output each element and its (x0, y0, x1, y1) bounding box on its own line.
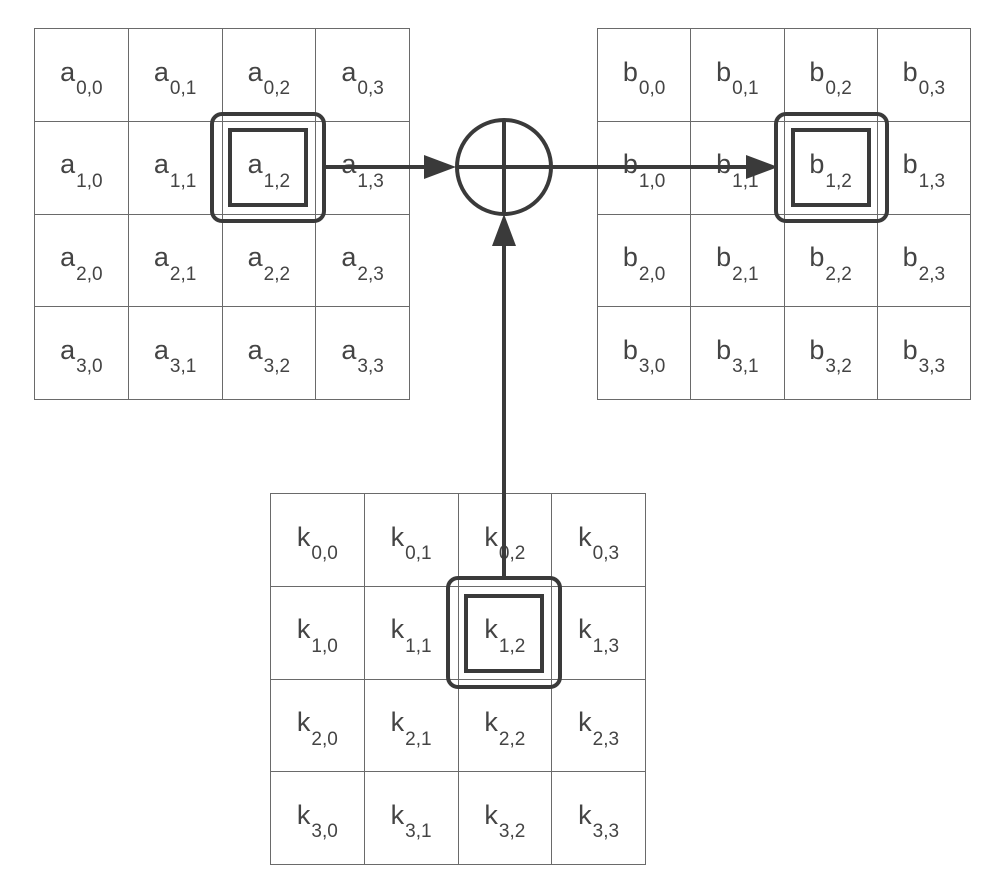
matrix-cell: k1,0 (270, 585, 365, 680)
matrix-cell: k3,1 (363, 771, 459, 865)
matrix-cell-highlighted: k1,2 (457, 585, 553, 680)
matrix-cell: a1,1 (127, 120, 223, 215)
matrix-cell: b0,0 (596, 28, 692, 122)
matrix-cell: a3,2 (221, 306, 317, 400)
matrix-cell: k0,1 (363, 493, 459, 587)
matrix-cell: a1,0 (34, 120, 129, 215)
matrix-k: k0,0 k0,1 k0,2 k0,3 k1,0 k1,1 k1,2 k1,3 … (270, 493, 646, 865)
matrix-cell: k3,3 (551, 771, 646, 865)
matrix-cell: a0,2 (221, 28, 317, 122)
matrix-cell: a1,3 (315, 120, 410, 215)
matrix-cell: k2,2 (457, 678, 553, 773)
matrix-row: k0,0 k0,1 k0,2 k0,3 (270, 493, 646, 587)
matrix-cell: k0,0 (270, 493, 365, 587)
matrix-cell: a2,0 (34, 213, 129, 308)
matrix-cell: b2,1 (690, 213, 785, 308)
matrix-cell: k2,0 (270, 678, 365, 773)
matrix-cell: b3,3 (876, 306, 972, 400)
matrix-a: a0,0 a0,1 a0,2 a0,3 a1,0 a1,1 a1,2 a1,3 … (34, 28, 410, 400)
matrix-cell: a0,1 (127, 28, 223, 122)
matrix-cell: b3,0 (596, 306, 692, 400)
matrix-cell: k3,2 (457, 771, 553, 865)
matrix-cell: b3,1 (690, 306, 785, 400)
matrix-cell: b3,2 (783, 306, 878, 400)
matrix-cell-highlighted: b1,2 (783, 120, 878, 215)
matrix-cell: k2,3 (551, 678, 646, 773)
matrix-cell: a3,0 (34, 306, 129, 400)
matrix-cell: b0,2 (783, 28, 878, 122)
matrix-cell: a3,1 (127, 306, 223, 400)
matrix-cell: k1,1 (363, 585, 459, 680)
matrix-cell: k1,3 (551, 585, 646, 680)
matrix-row: a2,0 a2,1 a2,2 a2,3 (34, 213, 410, 308)
matrix-row: k2,0 k2,1 k2,2 k2,3 (270, 678, 646, 773)
matrix-cell: a3,3 (315, 306, 410, 400)
matrix-cell: b0,1 (690, 28, 785, 122)
matrix-cell: k2,1 (363, 678, 459, 773)
matrix-row: b1,0 b1,1 b1,2 b1,3 (596, 120, 972, 215)
matrix-cell: a2,1 (127, 213, 223, 308)
matrix-cell: k3,0 (270, 771, 365, 865)
xor-circle-icon (455, 118, 553, 216)
matrix-cell: b2,3 (876, 213, 972, 308)
matrix-cell: a2,2 (221, 213, 317, 308)
matrix-cell-highlighted: a1,2 (221, 120, 317, 215)
matrix-row: k1,0 k1,1 k1,2 k1,3 (270, 585, 646, 680)
matrix-row: a1,0 a1,1 a1,2 a1,3 (34, 120, 410, 215)
matrix-cell: a0,3 (315, 28, 410, 122)
matrix-cell: b2,2 (783, 213, 878, 308)
matrix-b: b0,0 b0,1 b0,2 b0,3 b1,0 b1,1 b1,2 b1,3 … (596, 28, 972, 400)
matrix-row: a3,0 a3,1 a3,2 a3,3 (34, 306, 410, 400)
matrix-row: b2,0 b2,1 b2,2 b2,3 (596, 213, 972, 308)
matrix-cell: b1,3 (876, 120, 972, 215)
matrix-row: k3,0 k3,1 k3,2 k3,3 (270, 771, 646, 865)
matrix-cell: b1,1 (690, 120, 785, 215)
matrix-cell: a2,3 (315, 213, 410, 308)
matrix-cell: a0,0 (34, 28, 129, 122)
matrix-row: b0,0 b0,1 b0,2 b0,3 (596, 28, 972, 122)
matrix-cell: b0,3 (876, 28, 972, 122)
matrix-row: a0,0 a0,1 a0,2 a0,3 (34, 28, 410, 122)
matrix-cell: k0,2 (457, 493, 553, 587)
matrix-row: b3,0 b3,1 b3,2 b3,3 (596, 306, 972, 400)
matrix-cell: k0,3 (551, 493, 646, 587)
matrix-cell: b1,0 (596, 120, 692, 215)
matrix-cell: b2,0 (596, 213, 692, 308)
